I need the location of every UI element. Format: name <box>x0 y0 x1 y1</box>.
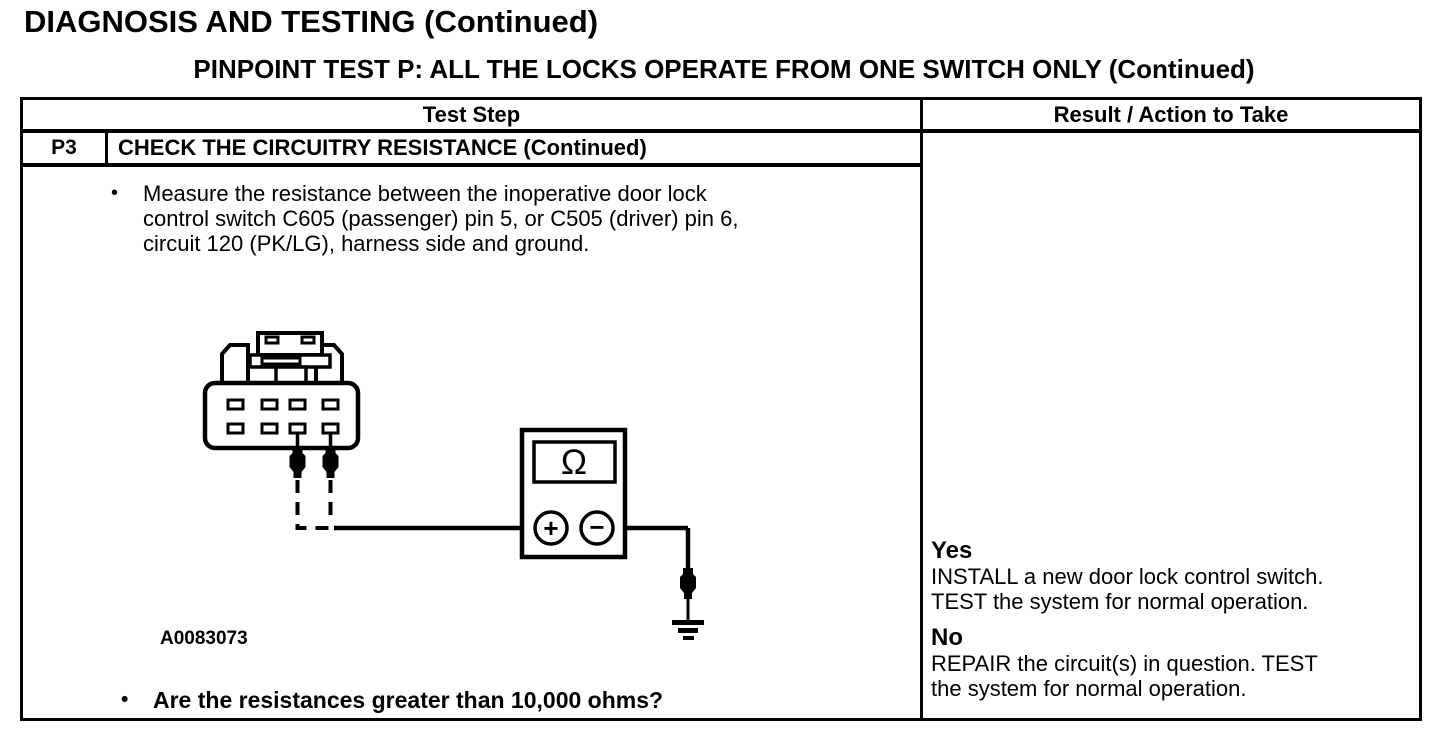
result-yes-block: Yes INSTALL a new door lock control swit… <box>931 537 1413 615</box>
connector-pin <box>260 422 279 435</box>
result-action-cell: Yes INSTALL a new door lock control swit… <box>931 537 1413 702</box>
step-title: CHECK THE CIRCUITRY RESISTANCE (Continue… <box>118 135 647 160</box>
question-text: Are the resistances greater than 10,000 … <box>153 687 664 713</box>
column-header-result-action: Result / Action to Take <box>1053 101 1289 127</box>
column-header-test-step: Test Step <box>422 101 521 127</box>
result-yes-label: Yes <box>931 537 973 564</box>
test-probe-icon <box>289 447 306 478</box>
connector-pins <box>226 398 340 435</box>
section-subtitle: PINPOINT TEST P: ALL THE LOCKS OPERATE F… <box>193 54 1255 84</box>
test-step-cell: • Measure the resistance between the ino… <box>23 167 920 718</box>
figure-label: A0083073 <box>160 628 248 649</box>
bullet-icon: • <box>111 182 119 204</box>
connector-pin <box>288 422 307 435</box>
question-item: • Are the resistances greater than 10,00… <box>121 687 663 713</box>
instruction-text: Measure the resistance between the inope… <box>143 181 739 256</box>
connector-pin <box>226 398 245 411</box>
probe-stems <box>295 433 333 449</box>
result-no-action: REPAIR the circuit(s) in question. TEST … <box>931 651 1318 701</box>
connector-pin <box>321 422 340 435</box>
result-no-label: No <box>931 624 963 651</box>
multimeter-display <box>532 440 617 484</box>
connector-pin <box>288 398 307 411</box>
wiring-diagram-figure: Ω + − <box>202 331 704 640</box>
minus-terminal-icon: − <box>589 512 604 542</box>
meter-wires <box>334 525 691 570</box>
result-no-block: No REPAIR the circuit(s) in question. TE… <box>931 624 1413 702</box>
plus-terminal-icon: + <box>543 513 558 543</box>
step-title-rule <box>23 163 920 167</box>
positive-terminal <box>533 510 569 546</box>
ground-probe-icon <box>680 568 696 599</box>
step-id-cell: P3 <box>23 133 108 163</box>
connector-pin <box>226 422 245 435</box>
connector-latch <box>220 331 344 385</box>
connector-pin <box>321 398 340 411</box>
ohm-symbol: Ω <box>561 443 587 482</box>
connector-pin <box>260 398 279 411</box>
page-title: DIAGNOSIS AND TESTING (Continued) <box>24 4 599 39</box>
negative-terminal <box>579 510 615 546</box>
pinpoint-test-table: Test Step Result / Action to Take P3 CHE… <box>20 97 1422 721</box>
dashed-test-leads <box>295 480 336 530</box>
connector-body <box>202 380 361 451</box>
column-divider <box>920 100 923 718</box>
test-probe-icon <box>322 447 339 478</box>
bullet-icon: • <box>121 688 129 711</box>
result-yes-action: INSTALL a new door lock control switch. … <box>931 564 1324 614</box>
instruction-item: • Measure the resistance between the ino… <box>111 181 843 256</box>
ground-symbol-icon <box>672 620 704 640</box>
header-rule <box>23 129 1419 133</box>
